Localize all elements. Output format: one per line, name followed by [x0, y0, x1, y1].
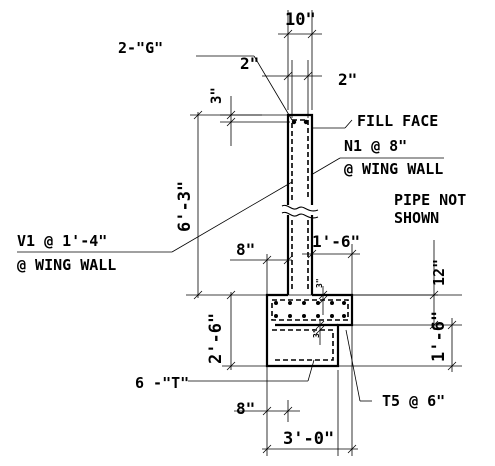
t5-bar-label: T5 @ 6"	[382, 392, 445, 410]
footing	[265, 293, 354, 368]
n1-bar-label: N1 @ 8"	[344, 137, 407, 155]
footing-reinforcement	[271, 299, 349, 361]
fill-face-label: FILL FACE	[357, 112, 438, 130]
key-depth-label: 1'-6"	[429, 311, 449, 362]
top-offset-label: 3"	[209, 87, 225, 104]
v1-location-label: @ WING WALL	[17, 256, 116, 274]
pipe-note-line1: PIPE NOT	[394, 191, 466, 209]
heel-offset-label: 1'-6"	[312, 232, 360, 251]
cover-right-label: 2"	[338, 70, 357, 89]
pipe-note-line2: SHOWN	[394, 209, 439, 227]
cover-left-label: 2"	[240, 54, 259, 73]
bar-g-label: 2-"G"	[118, 39, 163, 57]
wall-stem	[281, 113, 319, 295]
v1-bar-label: V1 @ 1'-4"	[17, 232, 107, 250]
bottom-cover-small-label: 3"	[312, 328, 321, 338]
footing-depth-label: 2'-6"	[206, 313, 226, 364]
wall-height-label: 6'-3"	[175, 181, 195, 232]
wall-thickness-label: 10"	[285, 10, 316, 30]
n1-location-label: @ WING WALL	[344, 160, 443, 178]
dimension-lines	[17, 10, 462, 456]
toe-projection-label: 8"	[236, 399, 255, 418]
toe-offset-label: 8"	[236, 240, 255, 259]
top-cover-small-label: 3"	[315, 278, 324, 288]
bar-t-label: 6 -"T"	[135, 374, 189, 392]
footing-step-label: 12"	[430, 259, 448, 286]
footing-width-label: 3'-0"	[283, 429, 334, 449]
stem-reinforcement	[291, 119, 309, 290]
